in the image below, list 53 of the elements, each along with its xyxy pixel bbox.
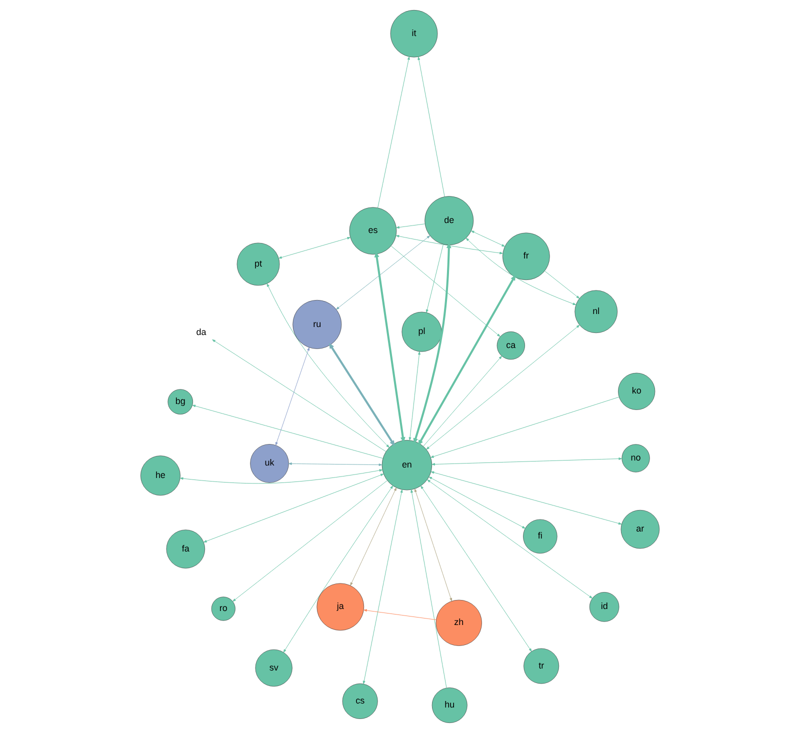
node-circle: hu [432,688,468,723]
arrow [350,488,397,586]
node-circle: no [622,444,650,472]
arrow [364,609,436,620]
arrow [396,234,503,254]
arrow [418,56,445,197]
arrow [212,339,386,452]
arrow [413,242,452,444]
node-circle: ar [620,510,660,549]
node-circle: cs [342,683,378,719]
arrow [423,356,502,447]
arrow [362,489,403,684]
node-circle: ko [618,372,656,410]
node-circle: pl [402,312,442,352]
arrow [427,480,593,599]
arrow [374,252,406,443]
arrow [378,56,410,208]
arrow [432,458,622,466]
arrow [192,404,384,459]
arrow [418,274,516,446]
arrow [430,396,620,458]
arrow [266,283,390,448]
arrow [336,235,430,310]
node-text: da [196,326,206,337]
arrow [278,237,351,259]
arrow [410,489,447,688]
arrow [328,342,395,446]
arrow [544,270,580,299]
node-circle: zh [436,600,482,646]
arrow [275,347,310,446]
arrow [430,471,622,525]
arrow [426,324,580,450]
arrow [283,486,394,653]
node-circle: he [140,456,180,496]
arrow [466,238,576,306]
arrow [203,474,384,542]
arrow [390,246,500,337]
arrow [420,486,532,652]
arrow [426,244,444,313]
arrow [232,480,388,602]
arrow [408,351,420,441]
arrow [396,224,426,229]
arrow [428,476,526,529]
node-circle: fa [166,530,206,568]
node-circle: fi [523,519,558,554]
node-circle: uk [250,444,289,483]
arrow [288,462,382,466]
arrow [414,488,452,602]
arrow [180,469,383,484]
node-circle: es [349,207,397,254]
node-circle: it [390,10,438,58]
arrow [470,230,506,247]
node-circle: bg [168,389,193,414]
